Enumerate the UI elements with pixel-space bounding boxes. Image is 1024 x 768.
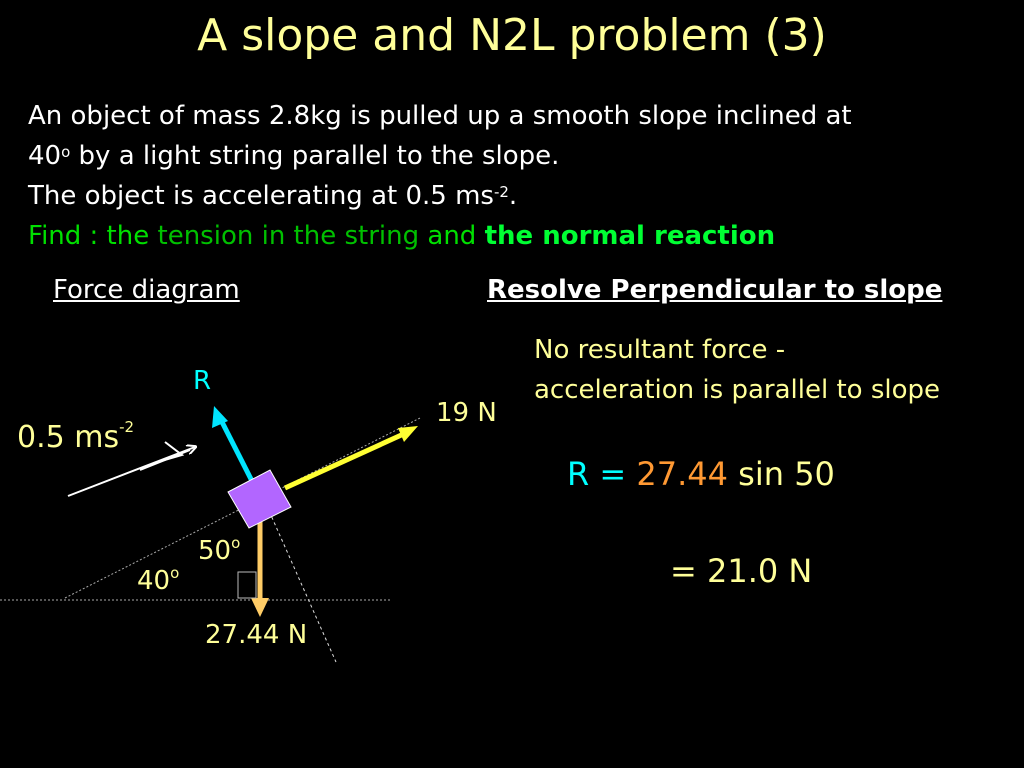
angle-50-text: 50	[198, 536, 232, 566]
acceleration-arrowhead-2	[160, 441, 185, 462]
find-tension: tension in the string	[157, 221, 420, 251]
equation-lhs: R =	[567, 455, 637, 493]
normal-label: R	[193, 366, 212, 396]
problem-line-3: The object is accelerating at 0.5 ms-2.	[28, 176, 1018, 216]
tension-arrow	[283, 429, 410, 491]
find-normal-reaction: the normal reaction	[484, 221, 776, 251]
acceleration-text: The object is accelerating at 0.5 ms	[28, 181, 494, 211]
mass-block	[227, 469, 292, 529]
resultant-note: No resultant force - acceleration is par…	[534, 330, 1004, 410]
angle-50-sup: o	[231, 534, 241, 552]
acceleration-arrow-1	[67, 447, 195, 497]
slide-title: A slope and N2L problem (3)	[197, 10, 827, 61]
weight-label: 27.44 N	[205, 620, 308, 650]
degree-sup: o	[61, 143, 71, 161]
angle-40-text: 40	[137, 566, 171, 596]
equation-weight-value: 27.44	[636, 455, 728, 493]
problem-statement: An object of mass 2.8kg is pulled up a s…	[28, 96, 1018, 256]
acceleration-label: 0.5 ms-2	[17, 418, 135, 455]
problem-line-1: An object of mass 2.8kg is pulled up a s…	[28, 101, 852, 131]
find-prefix: Find : the	[28, 221, 158, 251]
normal-arrow	[218, 418, 258, 489]
unit-sup: -2	[493, 183, 509, 201]
note-line-1: No resultant force -	[534, 335, 786, 365]
tension-label: 19 N	[436, 398, 497, 428]
angle-40-sup: o	[170, 564, 180, 582]
force-diagram-heading: Force diagram	[53, 275, 240, 305]
period: .	[508, 181, 518, 211]
angle-40-label: 40o	[137, 564, 180, 596]
angle-50-label: 50o	[198, 534, 241, 566]
right-angle-mark	[237, 571, 257, 599]
acceleration-label-sup: -2	[119, 418, 135, 436]
resolve-heading: Resolve Perpendicular to slope	[487, 275, 943, 305]
angle-value: 40	[28, 141, 62, 171]
equation-rhs: sin 50	[728, 455, 835, 493]
tension-arrowhead	[398, 426, 418, 442]
weight-arrowhead	[251, 598, 269, 617]
normal-arrowhead	[212, 406, 228, 428]
find-and: and	[419, 221, 485, 251]
note-line-2: acceleration is parallel to slope	[534, 375, 940, 405]
find-line: Find : the tension in the string and the…	[28, 216, 1018, 256]
problem-line-2: 40o by a light string parallel to the sl…	[28, 136, 1018, 176]
problem-line-2-rest: by a light string parallel to the slope.	[70, 141, 560, 171]
acceleration-label-text: 0.5 ms	[17, 420, 120, 455]
equation-r: R = 27.44 sin 50	[567, 455, 835, 493]
perpendicular-line	[261, 494, 337, 663]
equation-result: = 21.0 N	[670, 552, 813, 590]
